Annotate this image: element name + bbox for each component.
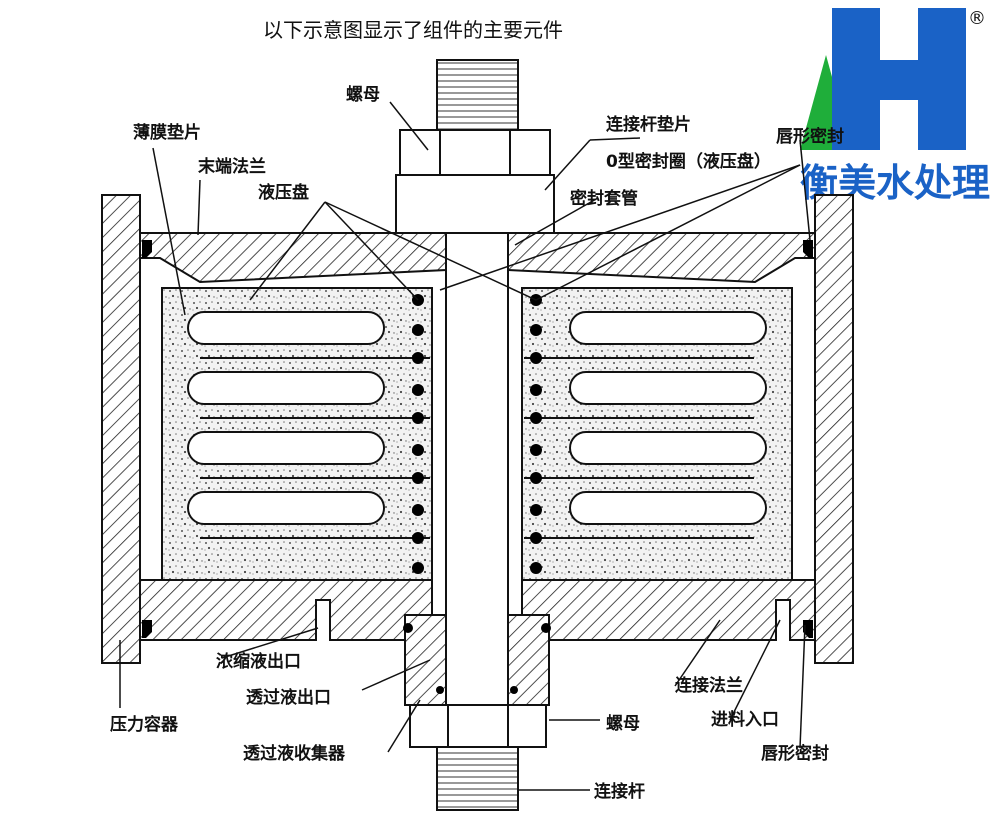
label-lip-seal-top: 唇形密封 [776,126,844,147]
leader-lines [119,101,811,791]
bottom-nut [409,704,547,748]
connecting-flange-left [139,579,433,641]
end-flange-right [507,232,816,284]
label-pressure-vessel: 压力容器 [110,714,179,735]
label-rod-shim: 连接杆垫片 [606,114,691,135]
tie-rod-thread-bottom [436,744,519,811]
end-flange-left [139,232,447,284]
membrane-envelopes-right [524,311,767,539]
label-connecting-flange: 连接法兰 [675,675,743,696]
label-nut-top: 螺母 [346,85,380,105]
pressure-vessel-left-wall [101,194,141,664]
label-lip-seal-bottom: 唇形密封 [761,743,829,764]
top-nut [399,129,551,176]
logo-registered: ® [968,8,986,29]
label-permeate-outlet: 透过液出口 [246,687,331,708]
label-membrane-shim: 薄膜垫片 [133,122,201,143]
label-seal-sleeve: 密封套管 [570,188,638,209]
logo-h-mark [832,8,966,150]
label-end-flange: 末端法兰 [198,156,266,177]
label-concentrate-outlet: 浓缩液出口 [216,651,301,672]
brand-logo: ® 衡美水处理 [800,8,990,205]
label-permeate-collector: 透过液收集器 [243,743,346,764]
label-nut-bottom: 螺母 [606,714,640,734]
o-rings-right [530,294,542,574]
label-hydraulic-disk: 液压盘 [258,182,309,203]
membrane-envelopes-left [187,311,430,539]
pressure-vessel-right-wall [814,194,854,664]
lip-seals [142,240,813,638]
connecting-flange-right [521,579,816,641]
label-feed-inlet: 进料入口 [711,709,779,730]
label-o-ring: 0型密封圈（液压盘） [606,151,771,172]
o-rings-left [412,294,424,574]
label-tie-rod: 连接杆 [594,781,645,802]
rod-shim [395,174,555,234]
tie-rod-thread-top [436,59,519,131]
diagram-title: 以下示意图显示了组件的主要元件 [263,18,563,42]
